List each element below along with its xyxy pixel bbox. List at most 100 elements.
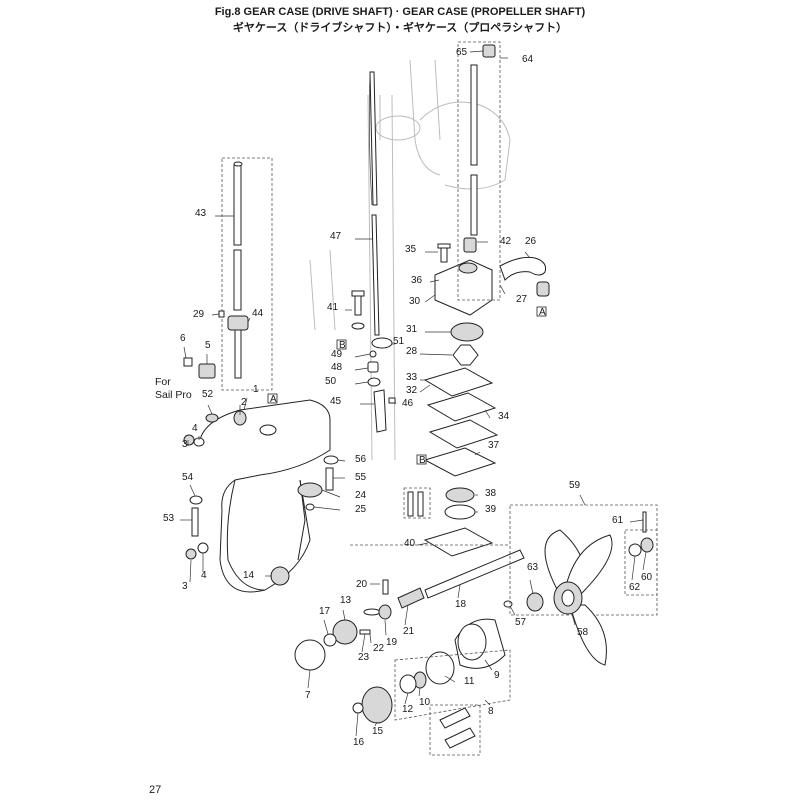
propeller-shaft-assembly	[294, 549, 544, 749]
leader-line-59	[579, 494, 586, 506]
callout-36: 36	[411, 275, 423, 286]
callout-61: 61	[612, 515, 624, 526]
leader-line-32	[419, 384, 431, 393]
callout-9: 9	[494, 670, 500, 681]
callout-47: 47	[330, 231, 342, 242]
callout-31: 31	[406, 324, 418, 335]
callout-4: 4	[201, 570, 207, 581]
callout-16: 16	[353, 737, 365, 748]
leader-line-22	[369, 633, 372, 644]
leader-line-1	[243, 397, 248, 411]
callout-38: 38	[485, 488, 497, 499]
callout-2: 2	[241, 397, 247, 408]
gear-case-housing	[199, 399, 331, 593]
callout-45: 45	[330, 396, 342, 407]
callout-53: 53	[163, 513, 175, 524]
callout-10: 10	[419, 697, 431, 708]
propeller-assembly	[509, 504, 658, 666]
water-pump-assembly	[403, 237, 550, 557]
shift-parts	[367, 337, 396, 433]
leader-line-61	[629, 519, 644, 523]
leader-line-19	[384, 619, 387, 636]
leader-line-10	[418, 687, 421, 697]
leader-line-6	[183, 346, 187, 359]
callout-3: 3	[182, 581, 188, 592]
bolt-41	[351, 290, 365, 330]
leader-line-24	[321, 489, 341, 498]
callout-21: 21	[403, 626, 415, 637]
leader-line-3	[189, 559, 192, 583]
callout-56: 56	[355, 454, 367, 465]
leader-line-21	[404, 604, 409, 626]
callout-64: 64	[522, 54, 534, 65]
callout-37: 37	[488, 440, 500, 451]
leader-line-12	[404, 692, 409, 705]
callout-57: 57	[515, 617, 527, 628]
callout-22: 22	[373, 643, 385, 654]
leader-line-7	[307, 669, 311, 689]
callout-42: 42	[500, 236, 512, 247]
callout-6: 6	[180, 333, 186, 344]
leader-line-50	[354, 381, 369, 385]
callout-8: 8	[488, 706, 494, 717]
callout-59: 59	[569, 480, 581, 491]
callout-33: 33	[406, 372, 418, 383]
callout-63: 63	[527, 562, 539, 573]
leader-line-37	[474, 451, 481, 456]
leader-line-9	[484, 659, 493, 671]
leader-line-52	[207, 404, 213, 415]
callout-1: 1	[253, 384, 259, 395]
note-sail-pro: Sail Pro	[155, 389, 192, 401]
callout-labels: 1234345678910111213141516171819202122232…	[163, 47, 653, 748]
callout-23: 23	[358, 652, 370, 663]
leader-line-25	[313, 506, 341, 511]
shift-rod-assembly	[457, 41, 501, 301]
leader-line-63	[529, 579, 534, 595]
callout-32: 32	[406, 385, 418, 396]
drive-shaft-assembly	[218, 157, 273, 391]
leader-line-62	[631, 555, 636, 581]
callout-3: 3	[182, 439, 188, 450]
callout-11: 11	[464, 676, 475, 687]
leader-line-54	[189, 484, 196, 497]
callout-29: 29	[193, 309, 205, 320]
callout-40: 40	[404, 538, 416, 549]
callout-12: 12	[402, 704, 414, 715]
callout-50: 50	[325, 376, 337, 387]
callout-58: 58	[577, 627, 589, 638]
reference-tag-a: A A	[267, 306, 547, 405]
callout-27: 27	[516, 294, 528, 305]
callout-leader-lines	[180, 50, 647, 737]
callout-41: 41	[327, 302, 339, 313]
svg-text:A: A	[539, 307, 546, 318]
leader-line-28	[419, 353, 453, 356]
leader-line-48	[354, 367, 369, 371]
callout-20: 20	[356, 579, 368, 590]
callout-5: 5	[205, 340, 211, 351]
callout-28: 28	[406, 346, 418, 357]
callout-14: 14	[243, 570, 255, 581]
leader-line-49	[354, 353, 371, 358]
leader-line-8	[484, 699, 491, 706]
leader-line-36	[429, 279, 440, 283]
lower-unit-small-parts	[183, 357, 339, 586]
svg-text:B: B	[419, 455, 426, 466]
callout-15: 15	[372, 726, 384, 737]
callout-7: 7	[305, 690, 311, 701]
leader-line-34	[484, 409, 491, 419]
callout-39: 39	[485, 504, 497, 515]
page-number: 27	[149, 784, 162, 796]
callout-46: 46	[402, 398, 414, 409]
callout-48: 48	[331, 362, 343, 373]
leader-line-60	[642, 551, 647, 571]
leader-line-23	[361, 633, 366, 653]
callout-24: 24	[355, 490, 367, 501]
callout-34: 34	[498, 411, 510, 422]
svg-text:A: A	[270, 394, 277, 405]
callout-54: 54	[182, 472, 194, 483]
leader-line-46	[394, 401, 397, 405]
callout-51: 51	[393, 336, 405, 347]
callout-17: 17	[319, 606, 331, 617]
svg-text:B: B	[339, 340, 346, 351]
